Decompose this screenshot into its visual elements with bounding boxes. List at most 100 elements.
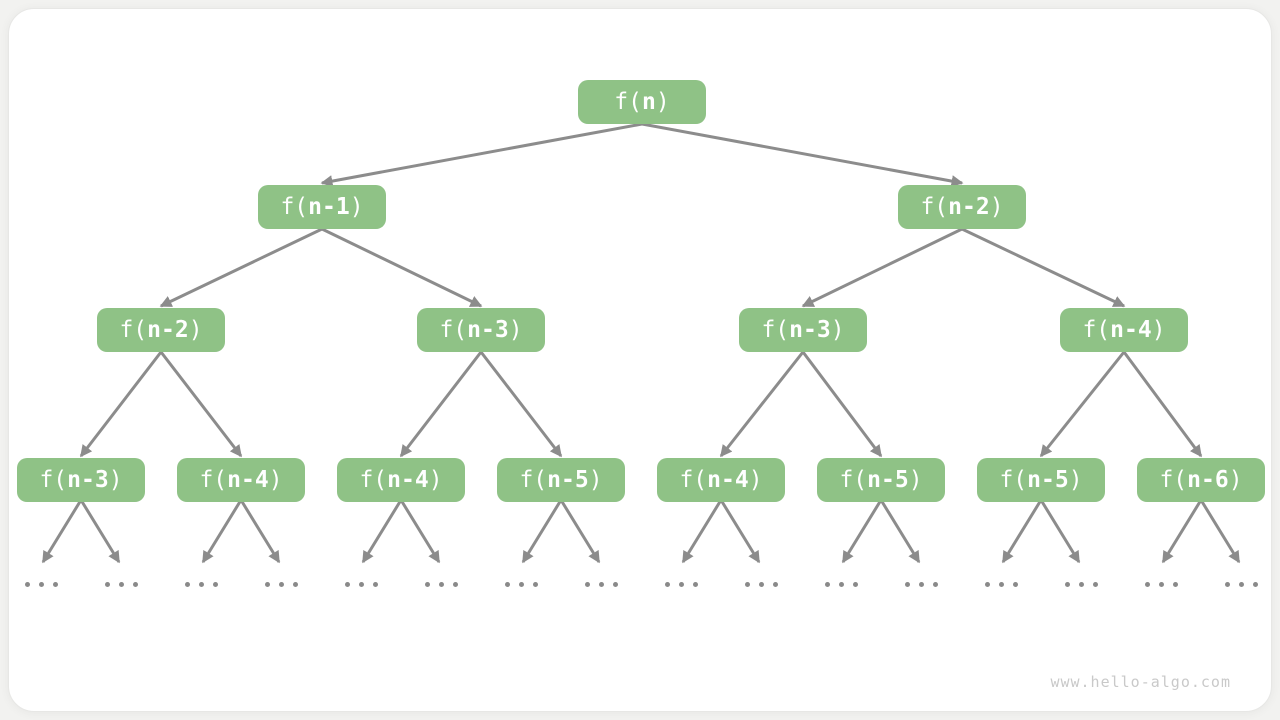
ellipsis-dot [278,582,284,587]
ellipsis [1144,582,1178,587]
node-label-part: f( [119,317,148,343]
ellipsis-dot [838,582,844,587]
tree-node: f(n-4) [657,458,785,502]
ellipsis-dot [198,582,204,587]
edge-arrow [79,499,121,564]
node-label-part: n-5 [867,467,909,493]
tree-node: f(n-2) [898,185,1026,229]
watermark: www.hello-algo.com [1050,673,1231,691]
node-label-part: ) [1068,467,1083,493]
ellipsis [104,582,138,587]
node-label-part: n-3 [789,317,831,343]
tree-node: f(n-6) [1137,458,1265,502]
edge-arrow [1039,499,1081,564]
ellipsis-dot [518,582,524,587]
edge-arrow [399,351,483,458]
tree-node: f(n-4) [1060,308,1188,352]
ellipsis-dot [292,582,298,587]
ellipsis-dot [678,582,684,587]
tree-node: f(n-4) [177,458,305,502]
ellipsis-dot [744,582,750,587]
node-label-part: ) [428,467,443,493]
ellipsis [264,582,298,587]
edge-arrow [361,499,403,564]
node-label-part: f( [679,467,708,493]
ellipsis-dot [1012,582,1018,587]
edge-arrow [841,499,883,564]
ellipsis-dot [104,582,110,587]
ellipsis-dot [344,582,350,587]
node-label-part: f( [839,467,868,493]
node-label-part: n-3 [67,467,109,493]
ellipsis-dot [38,582,44,587]
tree-node: f(n-1) [258,185,386,229]
node-label-part: ) [349,194,364,220]
tree-node: f(n-3) [739,308,867,352]
ellipsis-dot [184,582,190,587]
tree-node: f(n-4) [337,458,465,502]
edge-arrow [1001,499,1043,564]
edge-arrow [681,499,723,564]
ellipsis-dot [904,582,910,587]
node-label-part: n-1 [308,194,350,220]
node-label-part: f( [999,467,1028,493]
ellipsis-dot [772,582,778,587]
ellipsis [424,582,458,587]
ellipsis-dot [1158,582,1164,587]
node-label-part: f( [614,89,642,115]
node-label-part: n-4 [227,467,269,493]
edge-arrow [879,499,921,564]
tree-node: f(n-2) [97,308,225,352]
node-label-part: f( [39,467,68,493]
ellipsis-dot [932,582,938,587]
edge-arrow [320,122,643,187]
ellipsis [904,582,938,587]
tree-node: f(n-5) [817,458,945,502]
edge-arrow [641,122,964,187]
node-label-part: ) [188,317,203,343]
edge-arrow [559,499,601,564]
ellipsis [824,582,858,587]
edge-arrow [399,499,441,564]
node-label-part: f( [761,317,790,343]
node-label-part: ) [748,467,763,493]
ellipsis [184,582,218,587]
ellipsis [1224,582,1258,587]
node-label-part: n-4 [707,467,749,493]
ellipsis [504,582,538,587]
ellipsis [984,582,1018,587]
node-label-part: f( [280,194,309,220]
node-label-part: f( [439,317,468,343]
ellipsis-dot [452,582,458,587]
node-label-part: n [641,89,656,115]
ellipsis-dot [918,582,924,587]
edge-arrow [201,499,243,564]
tree-node: f(n-5) [497,458,625,502]
node-label-part: f( [1159,467,1188,493]
edge-arrow [801,351,883,458]
node-label-part: f( [199,467,228,493]
ellipsis-dot [664,582,670,587]
ellipsis-dot [584,582,590,587]
ellipsis-dot [24,582,30,587]
node-label-part: ) [830,317,845,343]
ellipsis-dot [1092,582,1098,587]
edge-arrow [1161,499,1203,564]
edge-arrow [961,227,1126,308]
ellipsis-dot [532,582,538,587]
node-label-part: ) [508,317,523,343]
ellipsis-dot [358,582,364,587]
ellipsis-dot [118,582,124,587]
ellipsis-dot [598,582,604,587]
node-label-part: f( [519,467,548,493]
edge-arrow [41,499,83,564]
node-label-part: ) [1228,467,1243,493]
node-label-part: f( [920,194,949,220]
ellipsis-dot [424,582,430,587]
tree-node: f(n-3) [17,458,145,502]
ellipsis [24,582,58,587]
edge-arrow [719,351,805,458]
ellipsis-dot [852,582,858,587]
